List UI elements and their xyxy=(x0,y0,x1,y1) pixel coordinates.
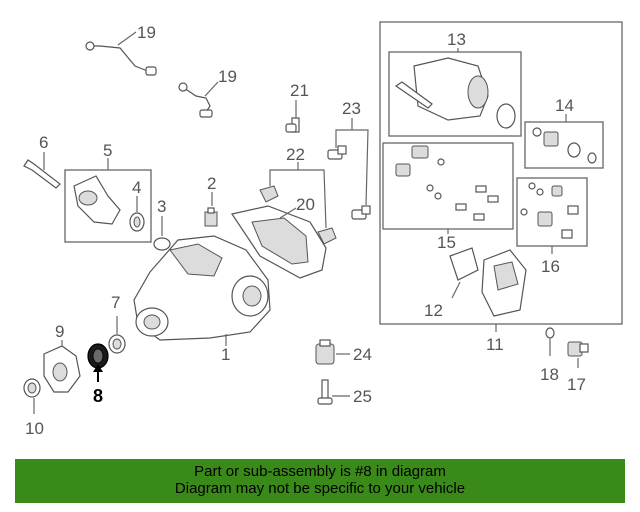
part-23-bolts[interactable] xyxy=(327,118,371,220)
info-banner: Part or sub-assembly is #8 in diagram Di… xyxy=(15,459,625,503)
callout-16: 16 xyxy=(541,257,560,276)
callout-18: 18 xyxy=(540,365,559,384)
callout-25: 25 xyxy=(353,387,372,406)
callout-11: 11 xyxy=(486,335,504,354)
callout-5: 5 xyxy=(103,141,112,160)
part-21-bolt[interactable] xyxy=(285,100,300,133)
callout-2: 2 xyxy=(207,174,216,193)
callout-23: 23 xyxy=(342,99,361,118)
callout-22: 22 xyxy=(286,145,305,164)
part-6-bolt[interactable] xyxy=(23,152,61,189)
callout-3: 3 xyxy=(157,197,166,216)
callout-12: 12 xyxy=(424,301,443,320)
callout-4: 4 xyxy=(132,178,141,197)
callout-9: 9 xyxy=(55,322,64,341)
part-24-mount[interactable] xyxy=(315,339,350,365)
callout-20: 20 xyxy=(296,195,315,214)
part-17-sensor[interactable] xyxy=(567,341,589,368)
part-18-o-ring[interactable] xyxy=(545,327,555,356)
callout-24: 24 xyxy=(353,345,372,364)
part-11-control-unit-group[interactable] xyxy=(379,21,623,332)
callout-10: 10 xyxy=(25,419,44,438)
callout-1: 1 xyxy=(221,345,230,364)
banner-line-2: Diagram may not be specific to your vehi… xyxy=(174,480,466,497)
part-5-flange-assembly[interactable] xyxy=(64,158,152,243)
banner-line-1: Part or sub-assembly is #8 in diagram xyxy=(194,463,446,480)
callout-15: 15 xyxy=(437,233,456,252)
part-12-control-module[interactable] xyxy=(449,247,527,317)
part-25-bolt[interactable] xyxy=(317,379,350,405)
callout-19-lower: 19 xyxy=(218,67,237,86)
callout-17: 17 xyxy=(567,375,586,394)
part-9-flange[interactable] xyxy=(43,340,81,393)
part-16-solenoid-kit[interactable] xyxy=(516,177,588,254)
callout-8-highlighted: 8 xyxy=(93,386,103,406)
callout-13: 13 xyxy=(447,30,466,49)
part-19-upper-vent-hose[interactable] xyxy=(85,31,157,76)
part-13-pump-motor[interactable] xyxy=(388,48,522,137)
callout-14: 14 xyxy=(555,96,574,115)
part-4-seal[interactable] xyxy=(129,196,145,232)
callout-6: 6 xyxy=(39,133,48,152)
part-14-valve-seals[interactable] xyxy=(524,114,604,169)
callout-21: 21 xyxy=(290,81,309,100)
exploded-parts-diagram: 19 19 21 23 22 20 xyxy=(23,21,623,438)
callout-7: 7 xyxy=(111,293,120,312)
callout-19-upper: 19 xyxy=(137,23,156,42)
part-20-cover[interactable] xyxy=(231,205,327,279)
part-15-valve-kit[interactable] xyxy=(382,142,514,234)
part-7-seal[interactable] xyxy=(108,316,126,354)
part-3-seal[interactable] xyxy=(153,216,171,251)
part-8-seal-highlighted[interactable] xyxy=(87,343,109,382)
part-22-mounts[interactable] xyxy=(259,162,337,245)
part-19-lower-vent-line[interactable] xyxy=(178,81,219,118)
part-2-vent-valve[interactable] xyxy=(204,192,218,227)
part-10-circlip[interactable] xyxy=(23,378,41,414)
part-1-differential-housing[interactable] xyxy=(133,235,271,346)
